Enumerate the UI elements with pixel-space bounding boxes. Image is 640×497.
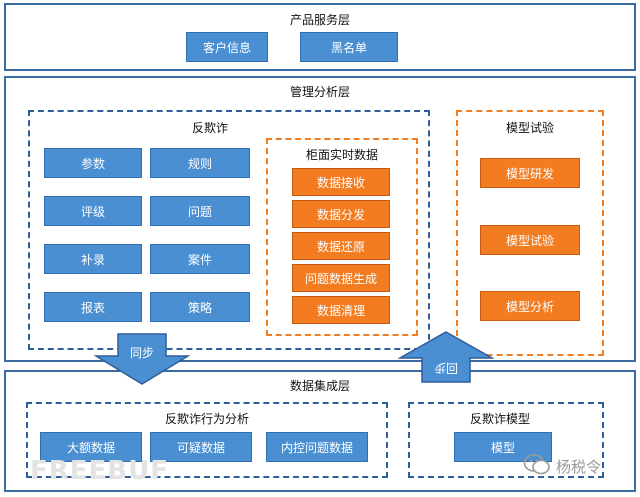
model-box: 模型 xyxy=(454,432,552,462)
anti-fraud-model-title: 反欺诈模型 xyxy=(469,412,530,426)
behavior-analysis-title: 反欺诈行为分析 xyxy=(164,412,249,426)
model-test-box: 模型试验 xyxy=(480,225,580,255)
blacklist-box: 黑名单 xyxy=(300,32,398,62)
anti-fraud-model-group xyxy=(408,402,604,478)
rule-box: 规则 xyxy=(150,148,250,178)
issue-data-generate-box: 问题数据生成 xyxy=(292,264,390,292)
wechat-icon xyxy=(523,454,550,475)
issue-box: 问题 xyxy=(150,196,250,226)
sync-label: 同步 xyxy=(129,346,154,360)
product-layer-title: 产品服务层 xyxy=(289,13,350,27)
rating-box: 评级 xyxy=(44,196,142,226)
data-cleanup-box: 数据清理 xyxy=(292,296,390,324)
data-distribute-box: 数据分发 xyxy=(292,200,390,228)
realtime-data-group xyxy=(266,138,418,336)
model-trial-title: 模型试验 xyxy=(505,121,554,135)
strategy-box: 策略 xyxy=(150,292,250,322)
feedback-label: 回步 xyxy=(434,361,459,375)
supplement-box: 补录 xyxy=(44,244,142,274)
behavior-analysis-group xyxy=(26,402,388,478)
freebuf-watermark: FREEBUF xyxy=(30,456,169,486)
data-receive-box: 数据接收 xyxy=(292,168,390,196)
realtime-data-title: 柜面实时数据 xyxy=(305,148,378,162)
data-restore-box: 数据还原 xyxy=(292,232,390,260)
suspicious-data-box: 可疑数据 xyxy=(150,432,252,462)
param-box: 参数 xyxy=(44,148,142,178)
model-analysis-box: 模型分析 xyxy=(480,291,580,321)
anti-fraud-title: 反欺诈 xyxy=(191,121,228,135)
internal-control-box: 内控问题数据 xyxy=(266,432,368,462)
anti-fraud-group xyxy=(28,110,430,350)
data-integration-layer: 数据集成层 xyxy=(4,370,636,492)
customer-info-box: 客户信息 xyxy=(186,32,268,62)
model-trial-group xyxy=(456,110,604,356)
integration-layer-title: 数据集成层 xyxy=(289,379,350,393)
management-layer-title: 管理分析层 xyxy=(289,85,350,99)
large-amount-box: 大额数据 xyxy=(40,432,142,462)
feedback-arrow xyxy=(398,331,494,383)
report-box: 报表 xyxy=(44,292,142,322)
wechat-account-label: 杨税令 xyxy=(556,458,602,476)
case-box: 案件 xyxy=(150,244,250,274)
model-develop-box: 模型研发 xyxy=(480,158,580,188)
product-service-layer: 产品服务层 客户信息 黑名单 xyxy=(4,3,636,71)
sync-arrow xyxy=(94,333,190,385)
